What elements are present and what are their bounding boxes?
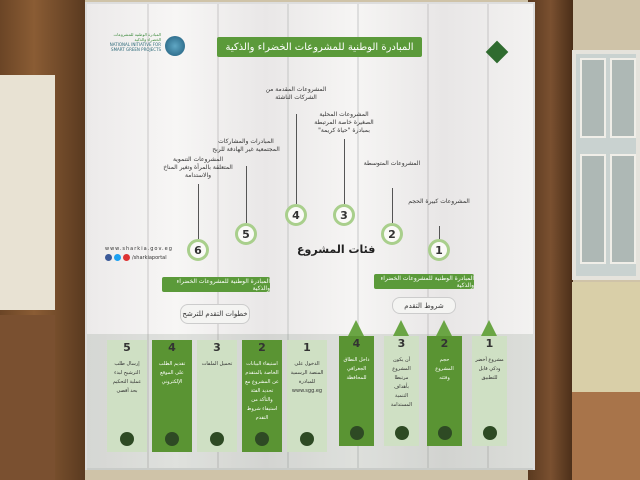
category-connector [392, 188, 393, 223]
category-number-badge: 3 [333, 204, 355, 226]
banner-title: المبادرة الوطنية للمشروعات الخضراء والذك… [217, 37, 422, 57]
globe-logo-icon [165, 36, 185, 56]
condition-arrow-icon [480, 320, 498, 338]
category-connector [246, 166, 247, 223]
step-icon [120, 432, 134, 446]
category-label: المشروعات التنموية المتعلقة بالمرأة وتغي… [163, 156, 233, 179]
initiative-logo: المبادرة الوطنية للمشروعات الخضراء والذك… [109, 32, 161, 52]
category-number-badge: 1 [428, 239, 450, 261]
facebook-icon[interactable] [105, 254, 112, 261]
wooden-door [0, 315, 55, 480]
step-text: استيفاء البيانات الخاصة بالمتقدم عن المش… [245, 361, 279, 421]
governorate-logo-icon [485, 40, 509, 64]
condition-text: مشروع أخضر وذكي قابل للتطبيق [475, 357, 504, 381]
wall-panel [0, 75, 55, 310]
condition-card: 1 مشروع أخضر وذكي قابل للتطبيق [472, 336, 507, 446]
condition-arrow-icon [347, 320, 365, 338]
condition-icon [482, 426, 497, 440]
condition-number: 4 [352, 337, 361, 350]
website-text: www.sharkia.gov.eg [105, 246, 173, 252]
condition-arrow-icon [392, 320, 410, 338]
step-number: 4 [168, 341, 176, 354]
step-card: 1 الدخول على المنصة الرسمية للمبادرة www.… [287, 340, 327, 452]
category-label: المبادرات والمشاركات المجتمعية غير الهاد… [212, 138, 280, 153]
category-label: المشروعات المتوسطة [363, 160, 421, 167]
step-text: إرسال طلب الترشيح لبدء عملية التحكيم بحد… [112, 361, 142, 394]
step-number: 5 [123, 341, 131, 354]
category-label: المشروعات المحلية الصغيرة خاصة المرتبطة … [314, 111, 374, 134]
step-number: 1 [303, 341, 311, 354]
steps-bar: المبادرة الوطنية للمشروعات الخضراء والذك… [162, 277, 270, 292]
category-connector [439, 226, 440, 239]
step-number: 2 [258, 341, 266, 354]
category-connector [198, 184, 199, 239]
condition-number: 3 [397, 337, 406, 350]
category-connector [296, 114, 297, 204]
category-label: المشروعات كبيرة الحجم [408, 198, 470, 205]
conditions-bar: المبادرة الوطنية للمشروعات الخضراء والذك… [374, 274, 474, 289]
step-text: الدخول على المنصة الرسمية للمبادرة www.s… [290, 361, 324, 394]
banner: المبادرة الوطنية للمشروعات الخضراء والذك… [85, 2, 535, 470]
step-card: 4 تقديم الطلب على الموقع الإلكتروني [152, 340, 192, 452]
condition-card: 2 حجم المشروع وفئته [427, 336, 462, 446]
step-icon [210, 432, 224, 446]
condition-icon [349, 426, 364, 440]
social-links: /sharkiaportal [105, 254, 167, 261]
step-card: 3 تحميل الملفات [197, 340, 237, 452]
condition-number: 1 [485, 337, 494, 350]
step-icon [300, 432, 314, 446]
floor [572, 392, 640, 480]
step-card: 2 استيفاء البيانات الخاصة بالمتقدم عن الم… [242, 340, 282, 452]
step-icon [165, 432, 179, 446]
step-card: 5 إرسال طلب الترشيح لبدء عملية التحكيم بح… [107, 340, 147, 452]
category-connector [344, 139, 345, 204]
category-number-badge: 6 [187, 239, 209, 261]
twitter-icon[interactable] [114, 254, 121, 261]
wooden-frame [528, 0, 573, 480]
condition-icon [437, 426, 452, 440]
wall [572, 282, 640, 392]
condition-icon [394, 426, 409, 440]
category-number-badge: 4 [285, 204, 307, 226]
condition-card: 4 داخل النطاق الجغرافي للمحافظة [339, 336, 374, 446]
steps-heading: خطوات التقدم للترشح [180, 304, 250, 324]
conditions-heading: شروط التقدم [392, 297, 456, 314]
categories-heading: فئات المشروع [297, 243, 376, 256]
condition-card: 3 أن يكون المشروع مرتبطا بأهداف التنمية ا… [384, 336, 419, 446]
step-number: 3 [213, 341, 221, 354]
category-number-badge: 5 [235, 223, 257, 245]
window [572, 50, 640, 280]
condition-arrow-icon [435, 320, 453, 338]
condition-text: أن يكون المشروع مرتبطا بأهداف التنمية ال… [390, 357, 413, 408]
condition-number: 2 [440, 337, 449, 350]
category-label: المشروعات المقدمة من الشركات الناشئة [265, 86, 327, 101]
condition-text: داخل النطاق الجغرافي للمحافظة [343, 357, 370, 381]
condition-text: حجم المشروع وفئته [435, 357, 454, 381]
category-number-badge: 2 [381, 223, 403, 245]
step-text: تقديم الطلب على الموقع الإلكتروني [158, 361, 186, 385]
step-icon [255, 432, 269, 446]
youtube-icon[interactable] [123, 254, 130, 261]
step-text: تحميل الملفات [201, 361, 233, 367]
